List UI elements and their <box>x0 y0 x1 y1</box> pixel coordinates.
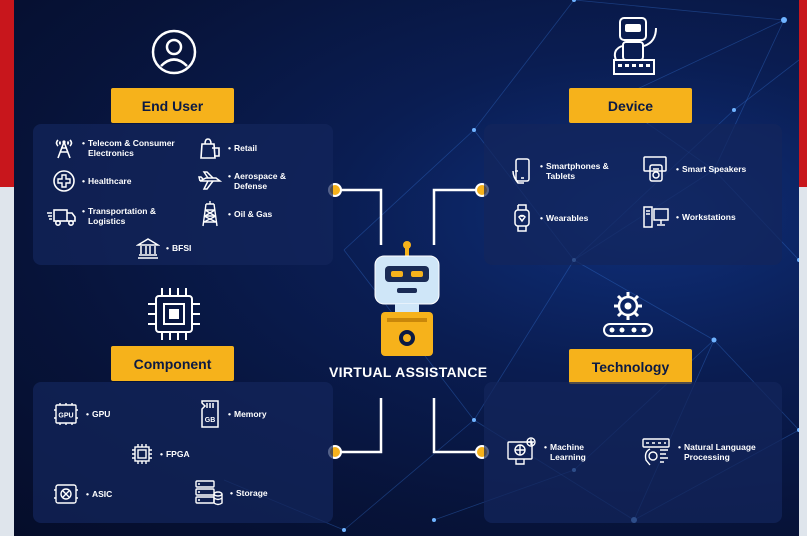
robot-typing-icon <box>613 17 657 75</box>
connector-lines <box>328 183 489 459</box>
item-label: GPU <box>91 409 111 419</box>
connector-component <box>335 398 383 454</box>
item-label: BFSI <box>171 243 192 253</box>
technology-card <box>484 382 782 523</box>
bank-icon <box>136 236 160 260</box>
processor-chip-icon <box>148 288 200 340</box>
svg-text:GPU: GPU <box>58 413 73 420</box>
connector-technology <box>432 398 482 454</box>
item-label: Retail <box>233 143 258 153</box>
left-red-band <box>0 0 14 187</box>
smartphone-icon <box>510 157 534 185</box>
svg-text:GB: GB <box>205 417 216 424</box>
list-item: GPU •GPU <box>52 402 110 426</box>
component-card <box>33 382 333 523</box>
center-title: VIRTUAL ASSISTANCE <box>329 364 488 380</box>
storage-server-icon <box>194 478 224 508</box>
item-label: Machine Learning <box>549 442 586 462</box>
list-item: •Aerospace & Defense <box>198 169 286 193</box>
end-user-card <box>33 124 333 265</box>
smart-speaker-icon <box>642 155 670 183</box>
list-item: •Natural Language Processing <box>640 436 756 468</box>
right-gray-band <box>799 187 807 536</box>
end-user-tag: End User <box>111 88 234 123</box>
workstation-icon <box>642 205 670 229</box>
jet-icon <box>198 169 222 193</box>
list-item: GB •Memory <box>198 399 267 429</box>
smartwatch-icon <box>510 203 534 233</box>
item-label: Natural Language Processing <box>683 442 756 462</box>
item-label: Telecom & Consumer Electronics <box>87 138 175 158</box>
list-item: •Transportation & Logistics <box>46 204 156 228</box>
item-label: Memory <box>233 409 267 419</box>
item-label: ASIC <box>91 489 113 499</box>
robot-assistant-icon <box>374 241 440 356</box>
list-item: •Telecom & Consumer Electronics <box>52 136 175 160</box>
item-label: Wearables <box>545 213 589 223</box>
device-tag: Device <box>569 88 692 123</box>
machine-learning-icon <box>506 436 538 468</box>
list-item: •BFSI <box>136 236 191 260</box>
cell-tower-icon <box>52 136 76 160</box>
item-label: Smart Speakers <box>681 164 747 174</box>
list-item: •Oil & Gas <box>198 200 272 228</box>
connector-end-user <box>335 188 383 245</box>
asic-chip-icon <box>52 482 80 506</box>
user-icon <box>151 29 197 75</box>
item-label: Aerospace & Defense <box>233 171 286 191</box>
item-label: Healthcare <box>87 176 132 186</box>
technology-tag: Technology <box>569 349 692 384</box>
nlp-icon <box>640 436 672 468</box>
connector-device <box>432 188 482 245</box>
fpga-chip-icon <box>130 442 154 466</box>
item-label: Workstations <box>681 212 736 222</box>
item-label: FPGA <box>165 449 190 459</box>
component-tag: Component <box>111 346 234 381</box>
gear-conveyor-icon <box>603 292 653 337</box>
list-item: •Workstations <box>642 205 736 229</box>
list-item: •Wearables <box>510 203 588 233</box>
list-item: •Retail <box>198 136 257 160</box>
list-item: •Storage <box>194 478 268 508</box>
oil-rig-icon <box>198 200 222 228</box>
diagram-panel: VIRTUAL ASSISTANCE End User Device Compo… <box>14 0 799 536</box>
item-label: Storage <box>235 488 268 498</box>
list-item: •Smart Speakers <box>642 155 746 183</box>
item-label: Transportation & Logistics <box>87 206 156 226</box>
item-label: Oil & Gas <box>233 209 273 219</box>
memory-card-icon: GB <box>198 399 222 429</box>
item-label: Smartphones & Tablets <box>545 161 609 181</box>
device-card <box>484 124 782 265</box>
truck-icon <box>46 204 76 228</box>
right-red-band <box>799 0 807 187</box>
left-gray-band <box>0 187 14 536</box>
medical-cross-icon <box>52 169 76 193</box>
gpu-icon: GPU <box>52 402 80 426</box>
list-item: •FPGA <box>130 442 190 466</box>
list-item: •Machine Learning <box>506 436 586 468</box>
list-item: •Smartphones & Tablets <box>510 157 609 185</box>
list-item: •ASIC <box>52 482 112 506</box>
shopping-bag-icon <box>198 136 222 160</box>
list-item: •Healthcare <box>52 169 131 193</box>
